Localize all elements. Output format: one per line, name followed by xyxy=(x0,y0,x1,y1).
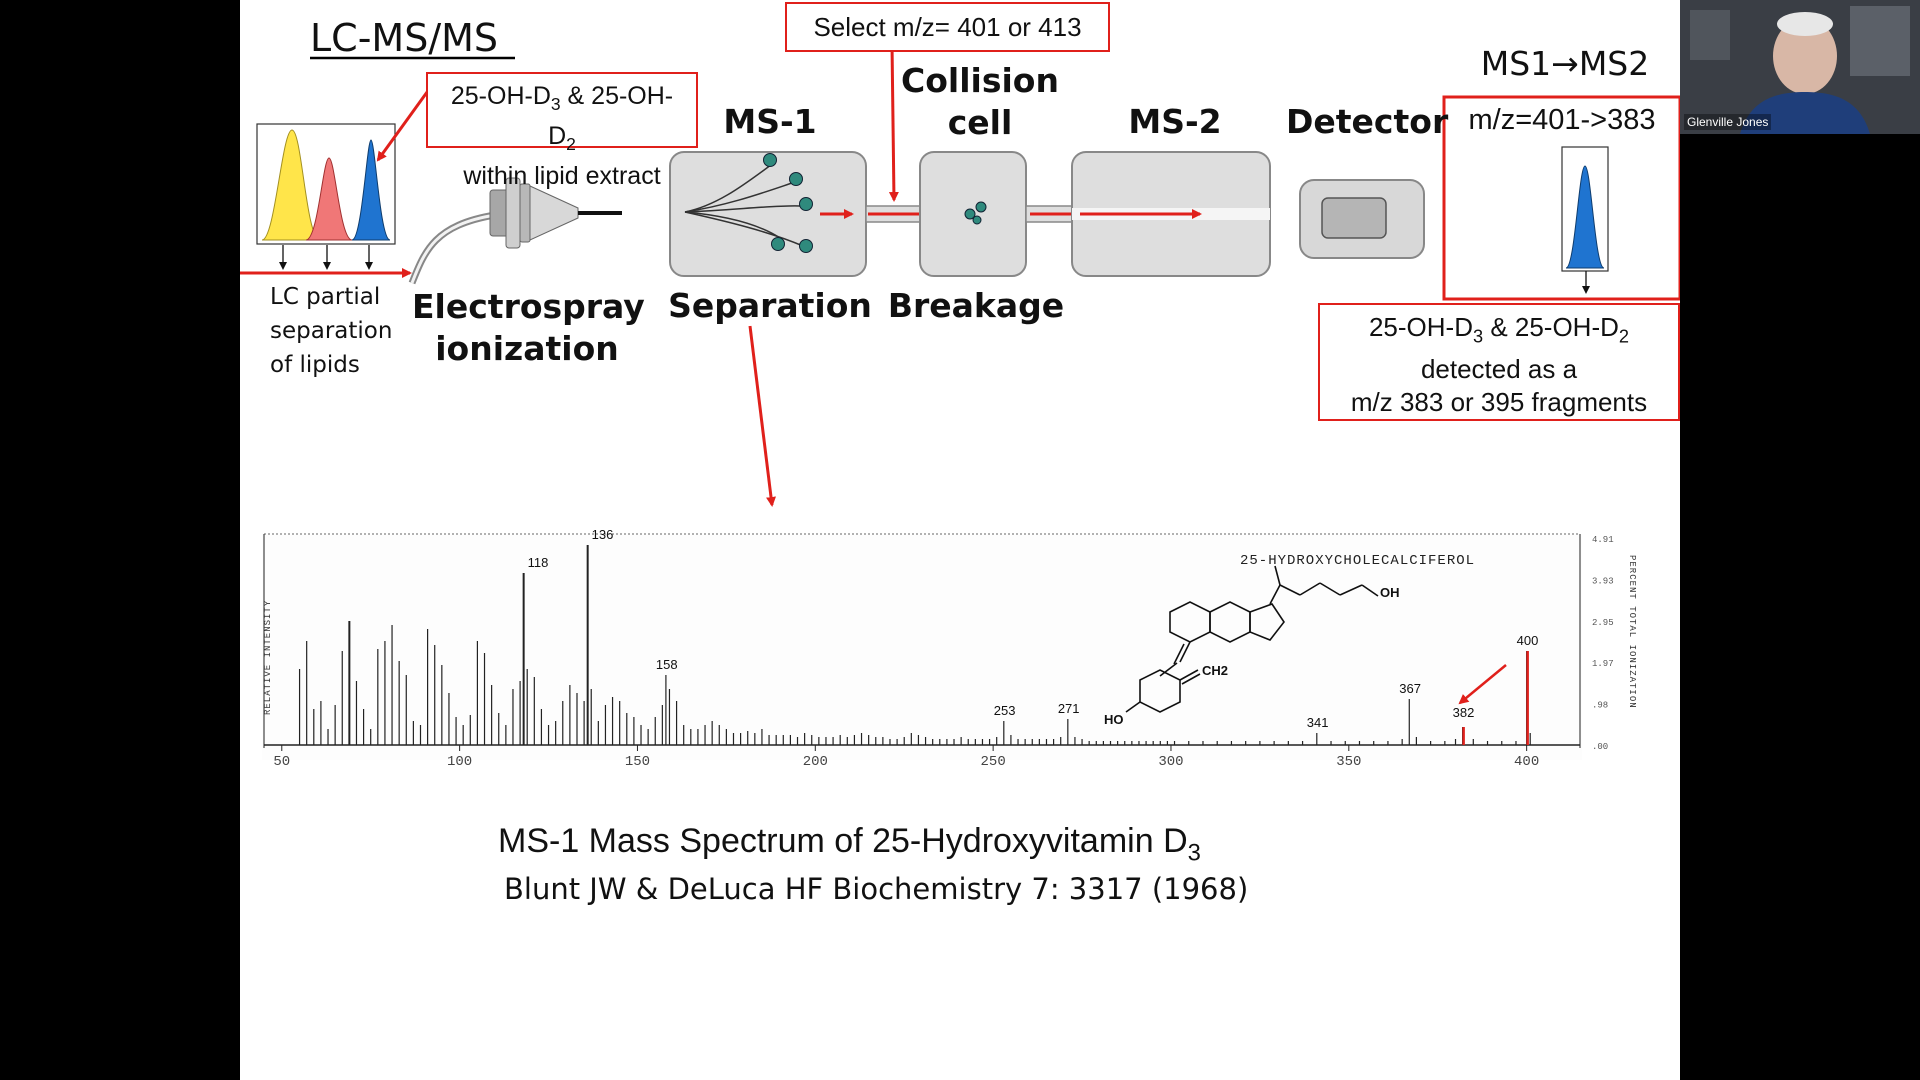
mz-transition-label: m/z=401->383 xyxy=(1468,104,1656,136)
electrospray-source xyxy=(489,177,622,249)
slide-title: LC-MS/MS xyxy=(310,16,499,60)
x-tick-label: 200 xyxy=(803,754,828,770)
slide-graphics: 50 100 150 200 250 300 350 400 118 136 158 253 271 3… xyxy=(240,43,1680,770)
peak-label-118: 118 xyxy=(528,555,549,570)
breakage-label: Breakage xyxy=(887,286,1065,325)
compound-name: 25-HYDROXYCHOLECALCIFEROL xyxy=(1240,553,1476,569)
right-axis-label: PERCENT TOTAL IONIZATION xyxy=(1627,555,1637,709)
chromatogram-figure xyxy=(240,87,432,278)
left-axis-label: RELATIVE INTENSITY xyxy=(263,599,273,715)
presentation-slide: 50 100 150 200 250 300 350 400 118 136 158 253 271 3… xyxy=(240,0,1680,1080)
right-tick-label: 3.93 xyxy=(1592,576,1614,586)
x-tick-label: 400 xyxy=(1514,754,1539,770)
detector-unit xyxy=(1299,179,1425,259)
spectrum-right-axis: 4.91 3.93 2.95 1.97 .98 .00 xyxy=(1592,535,1614,752)
spectrum-peaks xyxy=(298,545,1531,745)
peak-label-253: 253 xyxy=(994,703,1016,718)
x-tick-label: 150 xyxy=(625,754,650,770)
peak-label-400: 400 xyxy=(1517,633,1539,648)
lipid-extract-note: 25-OH-D3 & 25-OH-D2 within lipid extract xyxy=(426,72,698,190)
ms2-output-box xyxy=(1442,95,1680,301)
spectrum-caption: MS-1 Mass Spectrum of 25-Hydroxyvitamin … xyxy=(498,822,1201,867)
participant-name: Glenville Jones xyxy=(1684,114,1772,130)
right-tick-label: .00 xyxy=(1592,742,1608,752)
x-tick-label: 100 xyxy=(447,754,472,770)
structure-ho: HO xyxy=(1104,712,1124,727)
detector-label: Detector xyxy=(1286,102,1449,141)
lc-separation-label: LC partial separation of lipids xyxy=(270,284,393,378)
x-tick-label: 350 xyxy=(1336,754,1361,770)
webcam-tile[interactable]: Glenville Jones xyxy=(1680,0,1920,134)
x-tick-label: 50 xyxy=(273,754,290,770)
collision-cell xyxy=(919,151,1027,277)
right-tick-label: 1.97 xyxy=(1592,659,1614,669)
peak-label-382: 382 xyxy=(1453,705,1475,720)
spectrum-peak-labels: 118 136 158 253 271 341 367 382 400 xyxy=(528,527,1539,730)
mass-spectrum-scan: 50 100 150 200 250 300 350 400 118 136 158 253 271 3… xyxy=(262,527,1614,770)
spectrum-x-axis: 50 100 150 200 250 300 350 400 xyxy=(273,745,1539,770)
peak-label-271: 271 xyxy=(1058,701,1080,716)
peak-label-341: 341 xyxy=(1307,715,1329,730)
structure-ch2: CH2 xyxy=(1202,663,1229,678)
ms2-label: MS-2 xyxy=(1128,102,1222,141)
peak-label-136: 136 xyxy=(592,527,614,542)
select-mz-note: Select m/z= 401 or 413 xyxy=(785,2,1110,52)
electrospray-label: Electrospray ionization xyxy=(412,287,645,368)
right-tick-label: 4.91 xyxy=(1592,535,1614,545)
ms2-chamber xyxy=(1071,151,1271,277)
peak-label-367: 367 xyxy=(1399,681,1421,696)
presenter-video xyxy=(1680,0,1920,134)
separation-label: Separation xyxy=(668,286,872,325)
x-tick-label: 300 xyxy=(1158,754,1183,770)
right-tick-label: 2.95 xyxy=(1592,618,1614,628)
ms1-label: MS-1 xyxy=(723,102,817,141)
structure-oh: OH xyxy=(1380,585,1400,600)
peak-label-158: 158 xyxy=(656,657,678,672)
collision-cell-label: Collision cell xyxy=(901,61,1059,142)
fragment-detection-note: 25-OH-D3 & 25-OH-D2 detected as a m/z 38… xyxy=(1318,303,1680,421)
ms1-ms2-label: MS1→MS2 xyxy=(1480,44,1650,83)
molecule-structure xyxy=(1125,565,1379,713)
right-tick-label: .98 xyxy=(1592,701,1608,711)
x-tick-label: 250 xyxy=(981,754,1006,770)
spectrum-citation: Blunt JW & DeLuca HF Biochemistry 7: 331… xyxy=(504,872,1249,906)
ms1-chamber xyxy=(669,151,867,277)
